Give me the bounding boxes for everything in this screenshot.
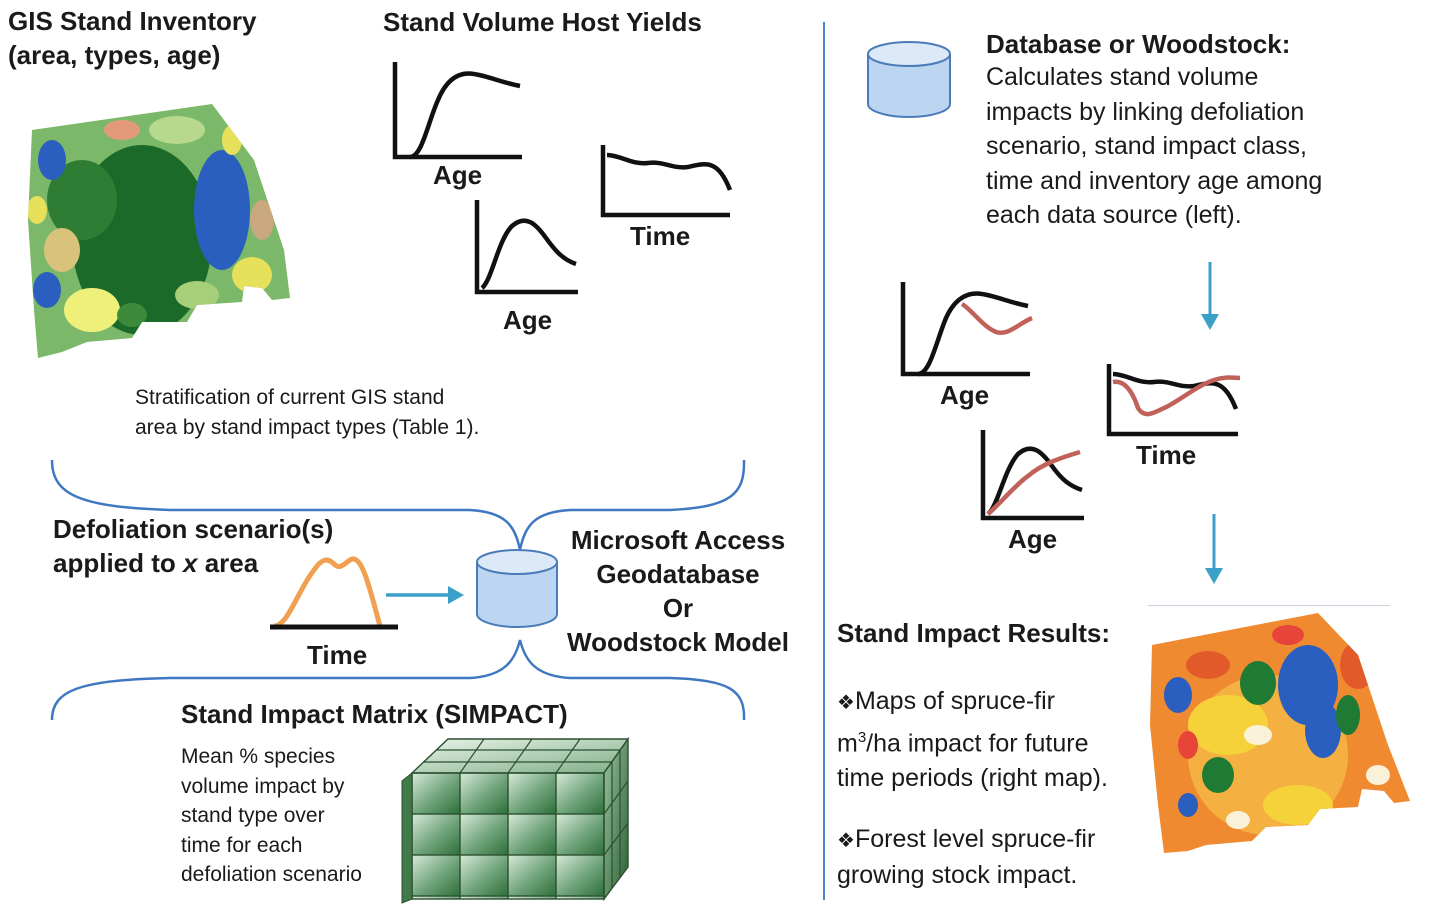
simpact-title: Stand Impact Matrix (SIMPACT) (181, 699, 568, 729)
defoliation-chart (270, 556, 398, 630)
database-description: Microsoft Access Geodatabase Or Woodstoc… (567, 525, 789, 657)
database-woodstock-block: Database or Woodstock: Calculates stand … (986, 28, 1322, 233)
stratification-note: Stratification of current GIS stand area… (135, 386, 480, 439)
yields-title: Stand Volume Host Yields (383, 7, 702, 37)
stand-impact-results-title: Stand Impact Results: (837, 618, 1111, 648)
defoliation-title: Defoliation scenario(s) applied to x are… (53, 514, 334, 578)
database-woodstock-description: Calculates stand volume impacts by linki… (986, 63, 1323, 229)
bullet-glyph: ❖ (837, 828, 855, 852)
database-icon-right (867, 41, 951, 118)
simpact-description: Mean % species volume impact by stand ty… (181, 745, 362, 886)
impact-results-map (1150, 613, 1410, 853)
yield-chart-age-2 (474, 200, 578, 295)
yield-chart-age-2-label: Age (503, 305, 553, 335)
down-arrow-2 (1205, 514, 1223, 584)
yield-chart-time (600, 145, 733, 218)
database-woodstock-title: Database or Woodstock: (986, 29, 1291, 59)
lower-brace (50, 639, 746, 721)
result-bullet-forest-level: ❖Forest level spruce-fir growing stock i… (837, 825, 1096, 889)
defoliation-to-db-arrow (386, 586, 464, 604)
impact-chart-age-2-label: Age (1008, 524, 1058, 554)
panel-divider (823, 22, 825, 900)
impact-chart-age-2 (980, 430, 1084, 521)
yield-chart-age-1-label: Age (433, 160, 483, 190)
area-variable: x (183, 548, 198, 578)
gis-inventory-title: GIS Stand Inventory (area, types, age) (8, 6, 257, 70)
impact-chart-time-label: Time (1136, 440, 1197, 470)
bullet-glyph: ❖ (837, 690, 855, 714)
impact-chart-age-1-label: Age (940, 380, 990, 410)
impact-chart-time (1106, 364, 1241, 437)
yield-chart-age-1 (392, 62, 522, 160)
result-bullet-maps: ❖Maps of spruce-fir m3/ha impact for fut… (837, 687, 1108, 793)
gis-inventory-map (28, 104, 290, 358)
simpact-cube-matrix (401, 736, 630, 904)
impact-chart-age-1 (900, 282, 1033, 377)
yield-chart-time-label: Time (630, 221, 691, 251)
down-arrow-1 (1201, 262, 1219, 330)
results-rule (1148, 605, 1390, 606)
defoliation-chart-time-label: Time (307, 640, 368, 670)
database-icon (476, 549, 558, 628)
